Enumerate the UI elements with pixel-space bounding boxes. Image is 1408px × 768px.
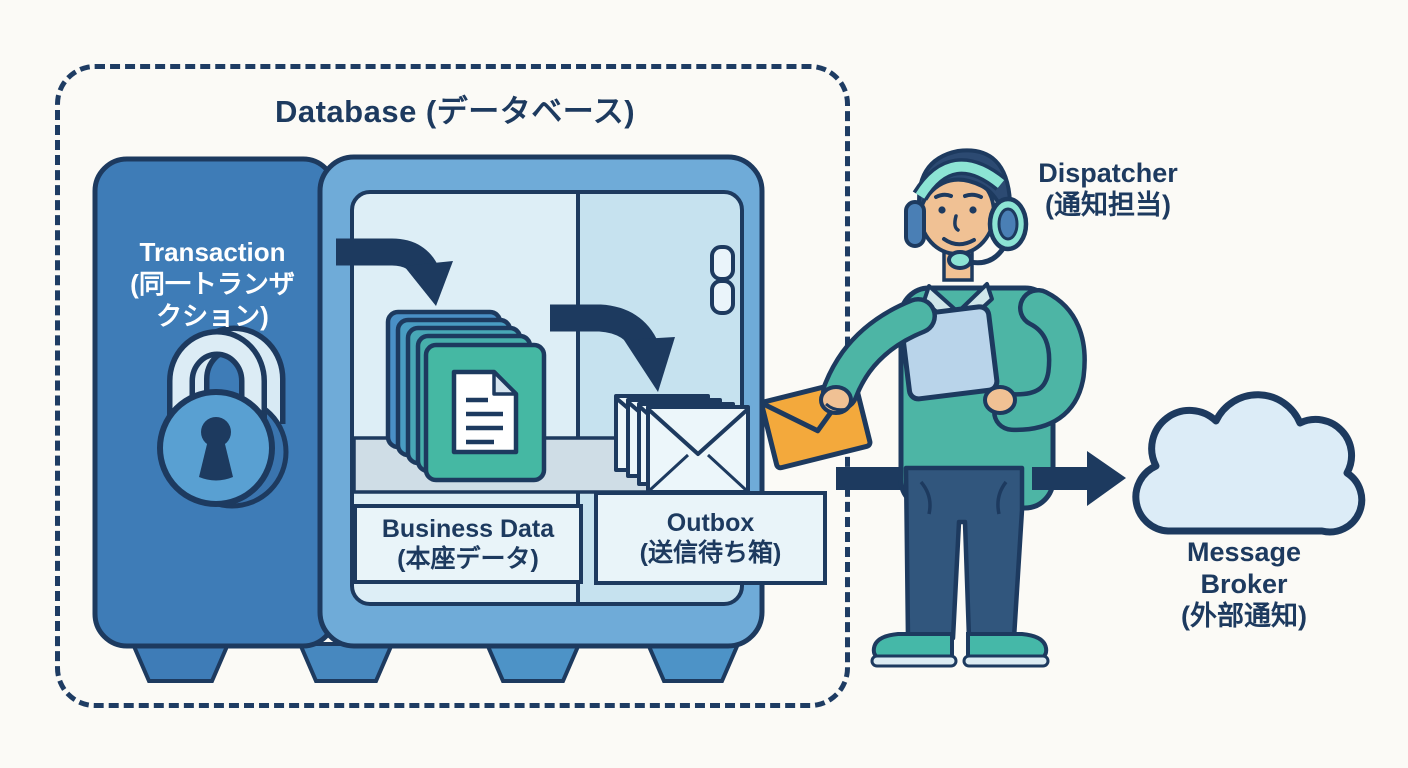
- label-line: Message: [1186, 537, 1302, 567]
- keyhole: [201, 417, 231, 447]
- dispatcher-label: Dispatcher (通知担当): [1010, 157, 1206, 222]
- hand: [983, 385, 1017, 415]
- label-line: Transaction: [139, 237, 286, 267]
- message-broker-label: Message Broker (外部通知): [1146, 537, 1342, 633]
- pants: [903, 465, 1025, 641]
- curved-arrow-business-to-outbox: [550, 304, 675, 392]
- label-line: Business Data: [381, 514, 555, 543]
- label-line: Outbox: [666, 508, 755, 537]
- outbox-label-box: Outbox (送信待ち箱): [594, 491, 827, 585]
- dispatcher-person: [819, 148, 1087, 668]
- label-line: (通知担当): [1045, 190, 1171, 221]
- label-line: (外部通知): [1181, 600, 1307, 631]
- safe-foot: [129, 642, 232, 683]
- door-handle-icon: [710, 279, 735, 315]
- cloud-icon: [1132, 391, 1366, 536]
- safe-foot: [296, 642, 396, 683]
- business-data-label-box: Business Data (本座データ): [353, 504, 583, 584]
- document-icon: [451, 369, 519, 455]
- label-line: (本座データ): [397, 545, 539, 573]
- label-line: (送信待ち箱): [639, 539, 782, 567]
- label-line: Dispatcher: [1038, 158, 1178, 188]
- door-handle-icon: [710, 245, 735, 281]
- envelope-stack-icon: [614, 394, 750, 494]
- database-title: Database (データベース): [274, 94, 636, 129]
- transaction-label: Transaction (同一トランザ クション): [110, 236, 315, 333]
- safe-foot: [644, 642, 742, 683]
- flow-arrow-outbox-to-dispatcher: [836, 467, 913, 490]
- lock-icon: [157, 325, 289, 509]
- flow-arrow-dispatcher-to-broker: [1032, 451, 1126, 506]
- curved-arrow-into-business-data: [336, 238, 453, 306]
- safe-foot: [483, 642, 583, 683]
- headset-icon: [904, 158, 1029, 270]
- mic-tip: [947, 250, 973, 270]
- label-line: Broker: [1200, 568, 1288, 599]
- label-line: クション): [156, 301, 269, 332]
- document-stack-icon: [385, 309, 547, 483]
- label-line: (同一トランザ: [130, 269, 295, 300]
